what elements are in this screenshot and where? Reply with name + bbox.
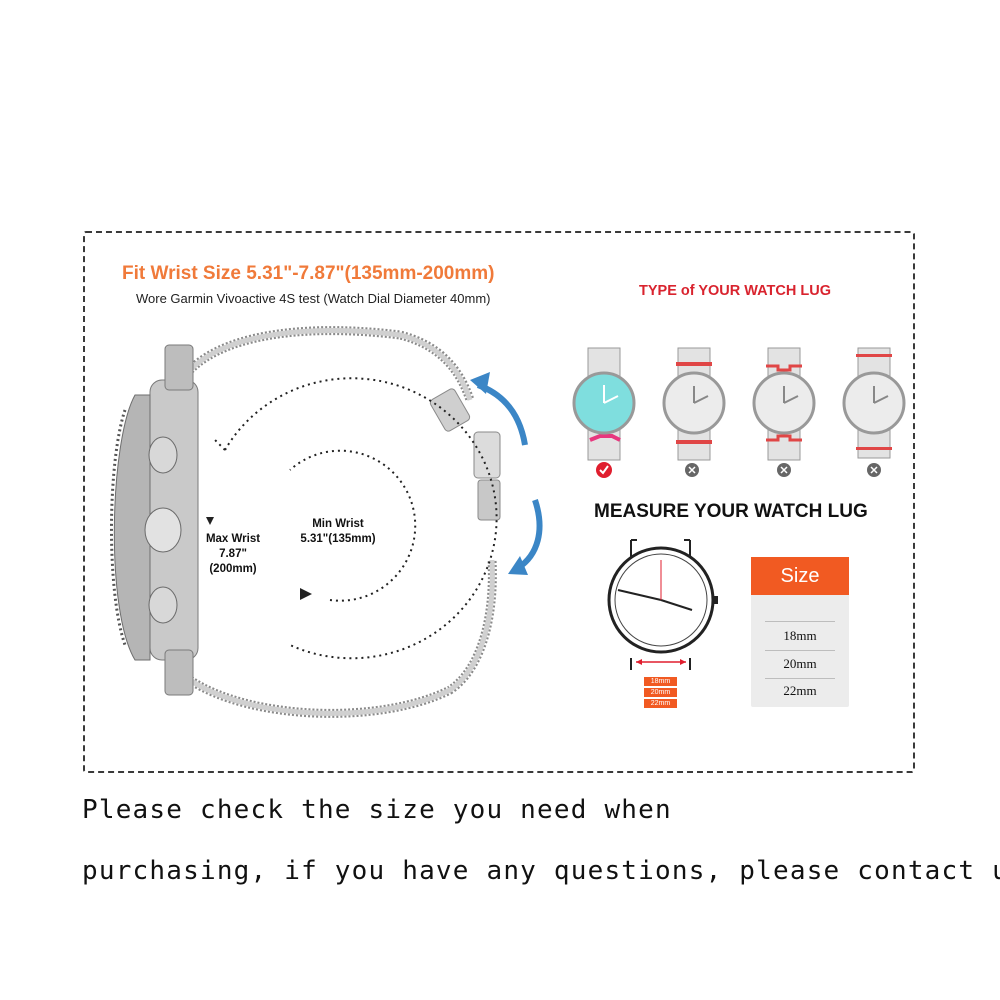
min-wrist-line: 5.31"(135mm) [300, 533, 376, 545]
min-wrist-line: Min Wrist [312, 518, 364, 530]
fit-wrist-title: Fit Wrist Size 5.31"-7.87"(135mm-200mm) [122, 263, 495, 284]
measure-watch-drawing [607, 539, 718, 670]
cross-icon [685, 463, 699, 477]
adjust-arrows [470, 372, 543, 575]
measure-lug-title: MEASURE YOUR WATCH LUG [594, 501, 868, 522]
max-wrist-line: (200mm) [209, 563, 257, 575]
size-option: 20mm [783, 656, 817, 671]
wrist-size-guides [206, 377, 498, 660]
max-wrist-line: Max Wrist [205, 533, 261, 545]
size-option: 18mm [783, 628, 817, 643]
test-subtitle: Wore Garmin Vivoactive 4S test (Watch Di… [136, 291, 491, 306]
size-separator [765, 650, 835, 651]
dashed-frame [83, 231, 915, 773]
lug-type-1-watch [572, 347, 636, 461]
size-card: Size 18mm 20mm 22mm [751, 557, 849, 707]
cross-icon [867, 463, 881, 477]
lug-type-4-watch [842, 347, 906, 459]
lug-type-title: TYPE of YOUR WATCH LUG [639, 283, 831, 299]
cross-icon [777, 463, 791, 477]
note-line-2: purchasing, if you have any questions, p… [82, 856, 1000, 886]
lug-type-3-watch [752, 347, 816, 461]
lug-width-tag: 18mm [644, 677, 677, 686]
lug-width-tag: 22mm [644, 699, 677, 708]
max-wrist-label: Max Wrist 7.87" (200mm) [198, 532, 268, 577]
lug-width-tag: 20mm [644, 688, 677, 697]
check-icon [596, 462, 612, 478]
size-option: 22mm [783, 683, 817, 698]
lug-type-2-watch [662, 347, 726, 461]
mesh-band-image [186, 326, 501, 718]
note-line-1: Please check the size you need when [82, 795, 672, 825]
max-wrist-line: 7.87" [219, 548, 247, 560]
size-card-header: Size [751, 557, 849, 595]
watch-head-image [110, 344, 199, 696]
min-wrist-label: Min Wrist 5.31"(135mm) [290, 517, 386, 547]
size-separator [765, 621, 835, 622]
size-separator [765, 678, 835, 679]
